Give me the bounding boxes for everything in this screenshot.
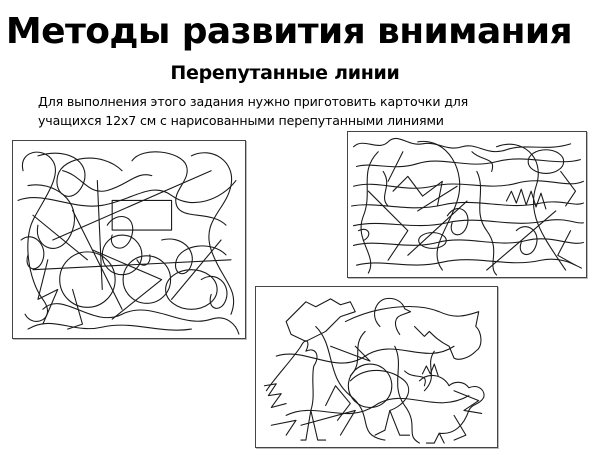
tangled-lines-drawing-animals — [263, 297, 485, 444]
goose-outline — [374, 297, 412, 335]
description-line-2: учащихся 12х7 см с нарисованными перепут… — [38, 112, 444, 128]
tangled-lines-card-dense — [347, 131, 587, 278]
slide-description: Для выполнения этого задания нужно приго… — [38, 93, 508, 130]
tangled-lines-card-animals — [255, 286, 498, 448]
slide-title: Методы развития внимания — [5, 11, 573, 52]
slide-subtitle: Перепутанные линии — [170, 62, 400, 84]
tangled-lines-card-abstract — [12, 140, 246, 339]
horse-outline — [344, 306, 482, 360]
bird-outline-top — [285, 298, 356, 342]
heron-outline — [265, 340, 327, 441]
tangled-lines-drawing-dense — [351, 137, 584, 276]
description-line-1: Для выполнения этого задания нужно приго… — [38, 94, 469, 109]
tangled-lines-drawing-abstract — [17, 151, 240, 335]
rooster-outline — [418, 374, 485, 444]
bird-outline-middle — [349, 369, 411, 436]
